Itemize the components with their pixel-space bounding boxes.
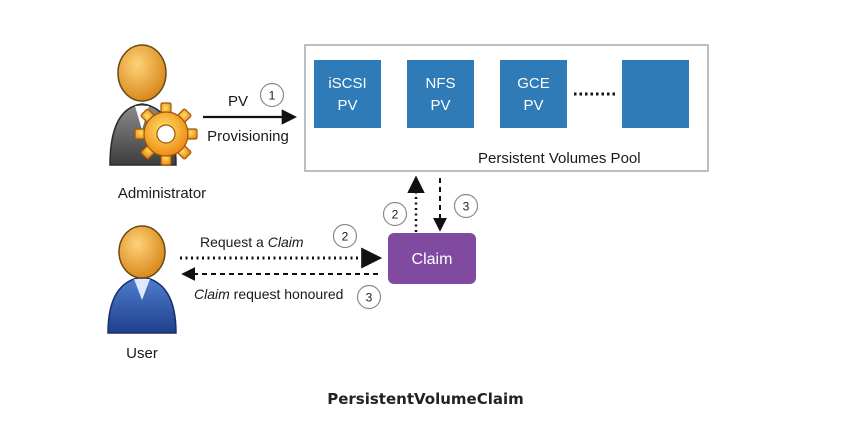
pool-label: Persistent Volumes Pool bbox=[478, 150, 641, 167]
figure-caption: PersistentVolumeClaim bbox=[327, 390, 524, 408]
svg-text:2: 2 bbox=[392, 208, 399, 222]
administrator-icon bbox=[109, 44, 198, 166]
svg-text:iSCSI: iSCSI bbox=[328, 75, 366, 92]
step-badge-2-vertical: 2 bbox=[382, 201, 408, 227]
claim-box: Claim bbox=[388, 233, 476, 284]
administrator-label: Administrator bbox=[118, 185, 206, 202]
svg-text:PV: PV bbox=[430, 97, 450, 114]
svg-text:3: 3 bbox=[463, 200, 470, 214]
svg-text:2: 2 bbox=[342, 230, 349, 244]
provisioning-label-top: PV bbox=[228, 93, 248, 110]
request-claim-label: Request a Claim bbox=[200, 234, 304, 250]
svg-text:Claim: Claim bbox=[412, 251, 453, 268]
svg-text:1: 1 bbox=[269, 89, 276, 103]
svg-text:3: 3 bbox=[366, 291, 373, 305]
step-badge-3-vertical: 3 bbox=[453, 193, 479, 219]
pv-nfs: NFS PV bbox=[407, 60, 474, 128]
step-badge-2-request: 2 bbox=[332, 223, 358, 249]
svg-text:PV: PV bbox=[523, 97, 543, 114]
provisioning-label-bottom: Provisioning bbox=[207, 128, 289, 145]
svg-text:NFS: NFS bbox=[426, 75, 456, 92]
user-icon bbox=[107, 225, 177, 334]
user-label: User bbox=[126, 345, 158, 362]
step-badge-3-honoured: 3 bbox=[356, 284, 382, 310]
svg-text:GCE: GCE bbox=[517, 75, 550, 92]
svg-text:PV: PV bbox=[337, 97, 357, 114]
claim-honoured-label: Claim request honoured bbox=[194, 286, 343, 302]
step-badge-1: 1 bbox=[259, 82, 285, 108]
pv-iscsi: iSCSI PV bbox=[314, 60, 381, 128]
pv-gce: GCE PV bbox=[500, 60, 567, 128]
pv-empty bbox=[622, 60, 689, 128]
gear-icon bbox=[134, 102, 198, 166]
